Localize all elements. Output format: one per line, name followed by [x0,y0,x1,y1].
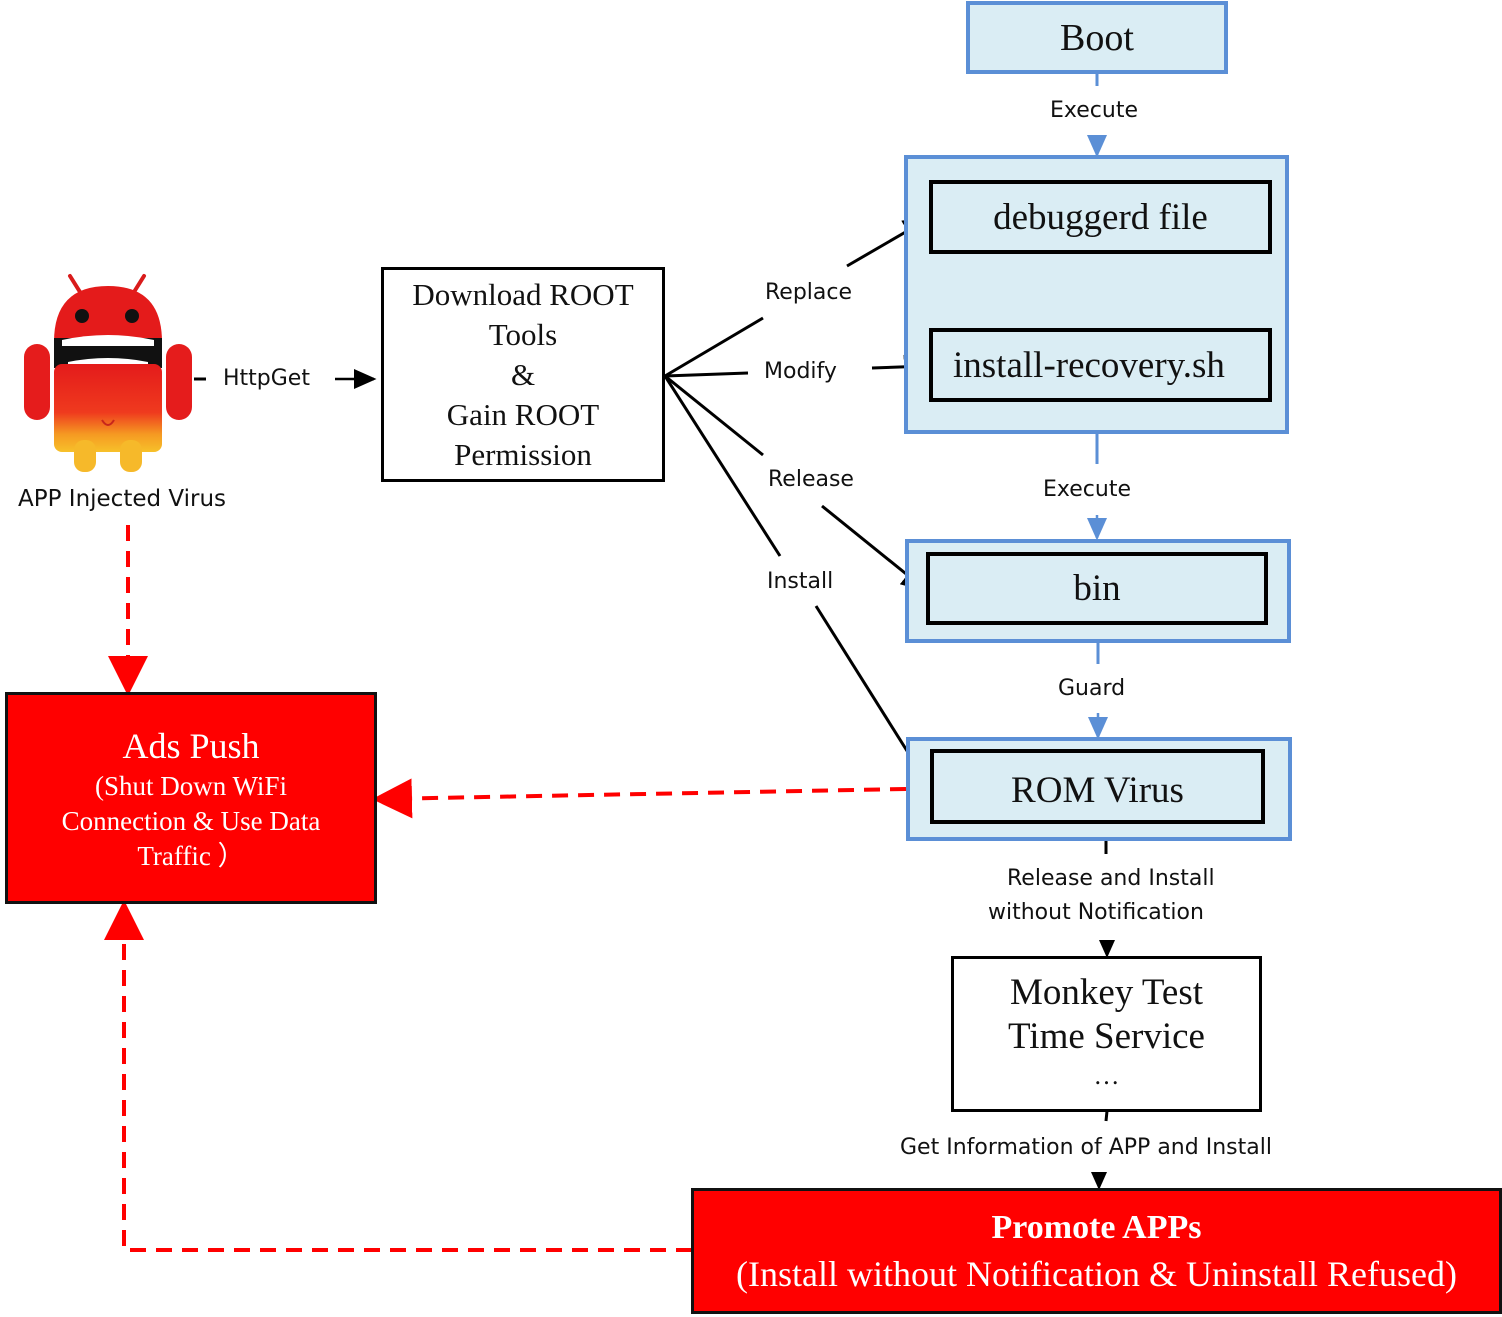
monkey-line-1: Monkey Test [1009,972,1204,1013]
ads-line-1: (Shut Down WiFi [95,770,287,801]
install-recovery-box[interactable]: install-recovery.sh [929,328,1272,402]
root-line-3: & [510,356,536,392]
httpget-label: HttpGet [223,366,310,391]
release-install-label-1: Release and Install [1007,866,1215,891]
rom-virus-box[interactable]: ROM Virus [930,749,1265,824]
install-connector [663,375,782,557]
root-line-2: Tools [488,316,558,352]
guard-label: Guard [1058,676,1126,701]
promote-subtitle: (Install without Notification & Uninstal… [736,1254,1457,1294]
promote-to-ads-dashed-arrow [104,900,692,1252]
monkey-line-3: … [1093,1061,1120,1090]
promote-apps-box[interactable]: Promote APPs (Install without Notificati… [691,1188,1502,1314]
monkey-connector [1104,1110,1109,1122]
root-line-4: Gain ROOT [446,396,600,432]
monkey-line-2: Time Service [1008,1016,1205,1057]
root-line-1: Download ROOT [412,276,634,312]
install-recovery-label: install-recovery.sh [953,344,1225,386]
get-info-label: Get Information of APP and Install [900,1135,1272,1160]
root-tools-box[interactable]: Download ROOT Tools & Gain ROOT Permissi… [381,267,665,482]
boot-box[interactable]: Boot [966,1,1228,74]
install-label: Install [767,569,834,594]
replace-label: Replace [765,280,853,305]
rom-to-ads-dashed-arrow [372,778,907,819]
monkey-service-box[interactable]: Monkey Test Time Service … [951,956,1262,1112]
ads-title: Ads Push [122,725,260,766]
ads-line-3: Traffic ） [137,840,245,871]
modify-connector [664,371,749,378]
boot-execute-label: Execute [1050,98,1138,123]
android-virus-mascot-icon [22,272,194,472]
release-connector [664,374,764,457]
ads-line-2: Connection & Use Data [61,805,321,836]
release-install-label-2: without Notification [988,900,1204,925]
group-execute-label: Execute [1043,477,1131,502]
rom-virus-label: ROM Virus [1011,770,1184,811]
debuggerd-file-box[interactable]: debuggerd file [929,180,1272,254]
root-line-5: Permission [454,436,592,472]
debuggerd-label: debuggerd file [993,196,1208,238]
promote-title: Promote APPs [991,1209,1202,1246]
bin-box[interactable]: bin [926,552,1268,625]
bin-label: bin [1073,568,1121,609]
source-label: APP Injected Virus [18,486,227,512]
ads-push-box[interactable]: Ads Push (Shut Down WiFi Connection & Us… [5,692,377,904]
boot-label: Boot [1060,16,1134,59]
replace-connector [664,316,764,378]
modify-label: Modify [764,359,837,384]
release-label: Release [768,467,854,492]
